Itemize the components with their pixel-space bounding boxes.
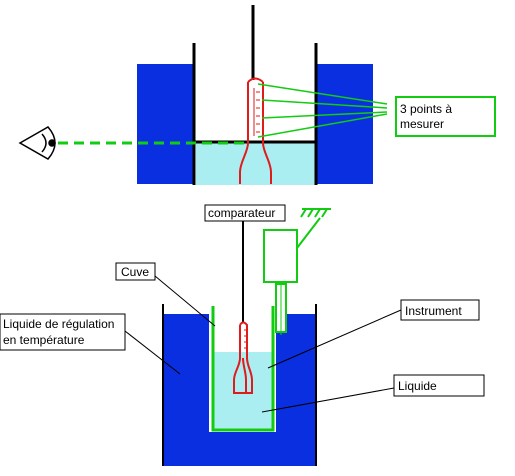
regulation-leader (124, 330, 181, 375)
instrument-leader (267, 309, 402, 369)
comparateur-label: comparateur (208, 206, 275, 220)
regulation-label-line2: en température (3, 333, 85, 347)
liquide-leader (261, 387, 395, 413)
cuve-label: Cuve (121, 265, 149, 279)
comparateur-label-box (204, 204, 286, 222)
cuve-walls (211, 306, 275, 432)
top-left-blue-block (137, 64, 193, 184)
eye-icon (18, 126, 56, 160)
top-right-blue-block (317, 64, 373, 184)
regulation-bath (163, 314, 316, 466)
instrument-body (263, 229, 298, 283)
ground-symbol-icon (300, 208, 331, 218)
top-liquid (196, 143, 317, 185)
cuve-label-box (115, 262, 156, 281)
cuve-leader (154, 275, 216, 327)
instrument-cable (296, 217, 321, 249)
points-guide-lines (257, 83, 388, 138)
points-label-box (395, 96, 496, 137)
top-view: 3 points à mesurer (18, 5, 496, 185)
bottom-thermometer (233, 321, 253, 394)
liquide-label-box (393, 374, 485, 397)
points-label-line2: mesurer (400, 117, 444, 131)
top-thermometer (239, 77, 272, 184)
regulation-label-box (0, 313, 126, 351)
bottom-view: comparateur Cuve Liquide de régulation e… (0, 204, 485, 466)
liquide-label: Liquide (398, 379, 437, 393)
regulation-label-line1: Liquide de régulation (3, 317, 114, 331)
instrument-label: Instrument (405, 304, 462, 318)
points-label-line1: 3 points à (400, 102, 452, 116)
